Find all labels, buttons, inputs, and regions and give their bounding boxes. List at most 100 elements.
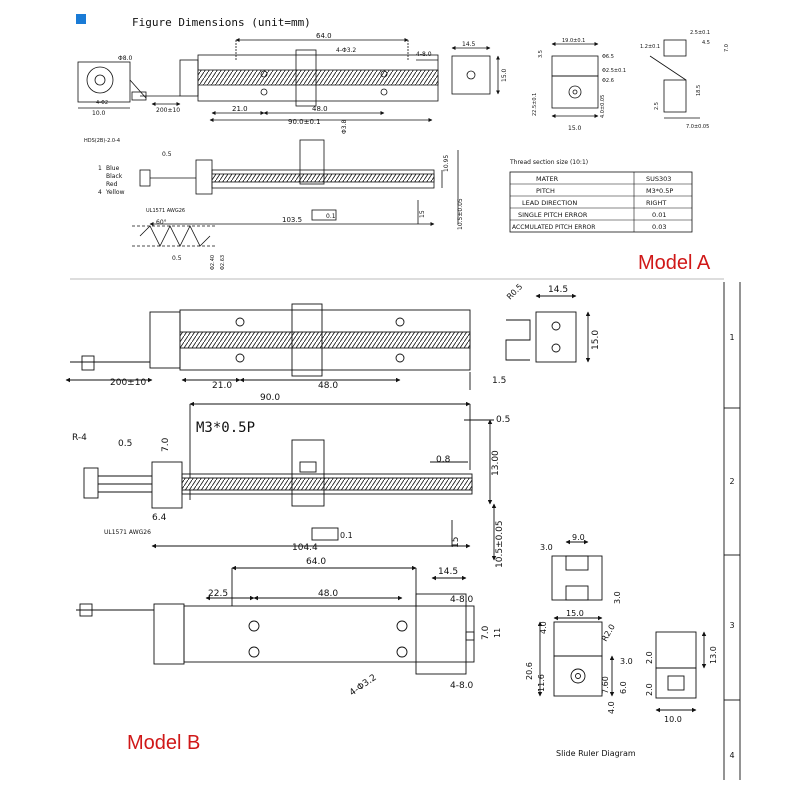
model-a-side-detail bbox=[649, 39, 700, 119]
svg-text:1: 1 bbox=[98, 165, 102, 172]
svg-text:Blue: Blue bbox=[106, 165, 120, 172]
dim-a-64: 64.0 bbox=[316, 32, 332, 40]
dim-a-105: 10.5±0.05 bbox=[457, 198, 464, 230]
dim-b-r4: R-4 bbox=[72, 433, 87, 443]
dim-b-70b: 7.0 bbox=[481, 625, 491, 640]
spec-param: LEAD DIRECTION bbox=[522, 199, 577, 207]
dim-b-150b: 15.0 bbox=[566, 609, 584, 618]
dim-a-48: 48.0 bbox=[312, 105, 328, 113]
model-a-slider-detail bbox=[551, 42, 599, 118]
dim-b-48b: 4-8.0 bbox=[450, 681, 474, 691]
wire-legend: 1 Blue Black Red 4 Yellow bbox=[98, 165, 125, 196]
model-b-front-view bbox=[83, 401, 497, 561]
dim-a-45: 4.5 bbox=[702, 40, 710, 46]
dim-a-26: Φ2.6 bbox=[602, 78, 614, 84]
model-b-block-view bbox=[505, 293, 591, 363]
dim-a-705: 7.0±0.05 bbox=[686, 124, 709, 130]
dim-a-1095: 10.95 bbox=[443, 155, 450, 172]
spec-value: RIGHT bbox=[646, 199, 666, 207]
dim-b-130b: 13.0 bbox=[709, 646, 718, 664]
figure-title: Figure Dimensions (unit=mm) bbox=[132, 16, 311, 29]
connector-spec: HDS(2B)-2.0-4 bbox=[84, 138, 120, 144]
spec-value: M3*0.5P bbox=[646, 187, 673, 195]
dim-b-60: 6.0 bbox=[619, 681, 628, 694]
spec-value: SUS303 bbox=[646, 175, 671, 183]
diagram-caption: Slide Ruler Diagram bbox=[556, 749, 636, 758]
svg-text:4: 4 bbox=[98, 189, 102, 196]
dim-b-40b: 4.0 bbox=[607, 701, 616, 714]
spec-table: MATER SUS303 PITCH M3*0.5P LEAD DIRECTIO… bbox=[509, 171, 693, 233]
dim-a-190: 19.0±0.1 bbox=[562, 38, 585, 44]
dim-b-30c: 3.0 bbox=[620, 657, 633, 666]
dim-b-116: 11.6 bbox=[537, 674, 546, 692]
model-a-block-view bbox=[451, 46, 500, 95]
dim-b-48: 48.0 bbox=[318, 381, 338, 391]
dim-b-21: 21.0 bbox=[212, 381, 232, 391]
dim-b-20: 2.0 bbox=[645, 651, 654, 664]
dim-b-parallel: 0.1 bbox=[340, 531, 353, 540]
model-b-top-view bbox=[65, 303, 471, 390]
thread-profile bbox=[132, 225, 216, 247]
dim-b-30: 3.0 bbox=[540, 543, 553, 552]
spec-param: SINGLE PITCH ERROR bbox=[518, 211, 588, 219]
dim-b-15: 1.5 bbox=[492, 376, 506, 386]
dim-b-r05: R0.5 bbox=[505, 282, 524, 301]
svg-text:Black: Black bbox=[106, 173, 123, 180]
dim-b-11: 11 bbox=[493, 628, 502, 638]
dim-a-65: Φ6.5 bbox=[602, 54, 614, 60]
spec-param: PITCH bbox=[536, 187, 555, 195]
dim-a-150: 15.0 bbox=[501, 68, 508, 82]
dim-a-4005: 4.0±0.05 bbox=[600, 95, 606, 118]
dim-b-64: 6.4 bbox=[152, 513, 167, 523]
dim-b-76: 7.60 bbox=[601, 676, 610, 694]
dim-b-480: 48.0 bbox=[318, 589, 338, 599]
thread-section-title: Thread section size (10:1) bbox=[509, 159, 588, 166]
dim-a-10: 10.0 bbox=[92, 110, 106, 117]
wire-spec-b: UL1571 AWG26 bbox=[104, 529, 151, 536]
dim-b-08: 0.8 bbox=[436, 455, 451, 465]
dim-a-240: Φ2.40 bbox=[210, 255, 216, 270]
dim-a-25b: 2.5 bbox=[654, 102, 660, 110]
zone-2: 2 bbox=[729, 477, 734, 486]
spec-param: ACCMULATED PITCH ERROR bbox=[512, 224, 595, 231]
zone-4: 4 bbox=[729, 751, 734, 760]
dim-a-parallel: 0.1 bbox=[326, 213, 336, 220]
svg-text:Red: Red bbox=[106, 181, 118, 188]
dim-a-4-8: 4-8.0 bbox=[416, 51, 432, 58]
model-a-label: Model A bbox=[638, 252, 711, 274]
dim-b-90: 90.0 bbox=[260, 393, 280, 403]
model-a-front-view bbox=[139, 118, 459, 226]
zone-border bbox=[723, 282, 741, 780]
dim-b-20b: 2.0 bbox=[645, 683, 654, 696]
model-b-block-end bbox=[537, 615, 615, 697]
dim-a-21: 21.0 bbox=[232, 105, 248, 113]
dim-a-05: 0.5 bbox=[162, 151, 172, 158]
dim-b-90b: 9.0 bbox=[572, 533, 585, 542]
dim-b-200: 200±10 bbox=[110, 378, 146, 388]
wire-spec-a: UL1571 AWG26 bbox=[146, 208, 185, 214]
dim-a-1035: 103.5 bbox=[282, 216, 302, 224]
model-b-side-detail bbox=[655, 631, 707, 713]
dim-a-12: 1.2±0.1 bbox=[640, 44, 660, 50]
dim-a-185: 18.5 bbox=[696, 85, 702, 96]
dim-b-1044: 104.4 bbox=[292, 543, 318, 553]
zone-1: 1 bbox=[729, 333, 734, 342]
dim-b-206: 20.6 bbox=[525, 662, 534, 680]
dim-a-225: 22.5±0.1 bbox=[532, 93, 538, 116]
model-b-label: Model B bbox=[127, 732, 201, 754]
dim-a-90: 90.0±0.1 bbox=[288, 118, 321, 126]
dim-b-15b: 15 bbox=[451, 537, 461, 548]
model-b-section: 1 2 3 4 200±10 21.0 48.0 1.5 bbox=[65, 282, 741, 780]
dim-b-105: 10.5±0.05 bbox=[495, 520, 505, 568]
dim-b-145b: 14.5 bbox=[438, 567, 458, 577]
model-a-section: Figure Dimensions (unit=mm) Φ8.0 4-Φ2 10… bbox=[76, 14, 730, 270]
model-a-top-view bbox=[140, 38, 439, 115]
dim-b-40: 4.0 bbox=[539, 621, 548, 634]
dim-a-200: 200±10 bbox=[156, 107, 180, 114]
dim-a-145: 14.5 bbox=[462, 41, 476, 48]
dim-b-100: 10.0 bbox=[664, 715, 682, 724]
dim-b-48a: 4-8.0 bbox=[450, 595, 474, 605]
svg-text:Yellow: Yellow bbox=[105, 189, 125, 196]
dim-b-150: 15.0 bbox=[591, 330, 601, 350]
